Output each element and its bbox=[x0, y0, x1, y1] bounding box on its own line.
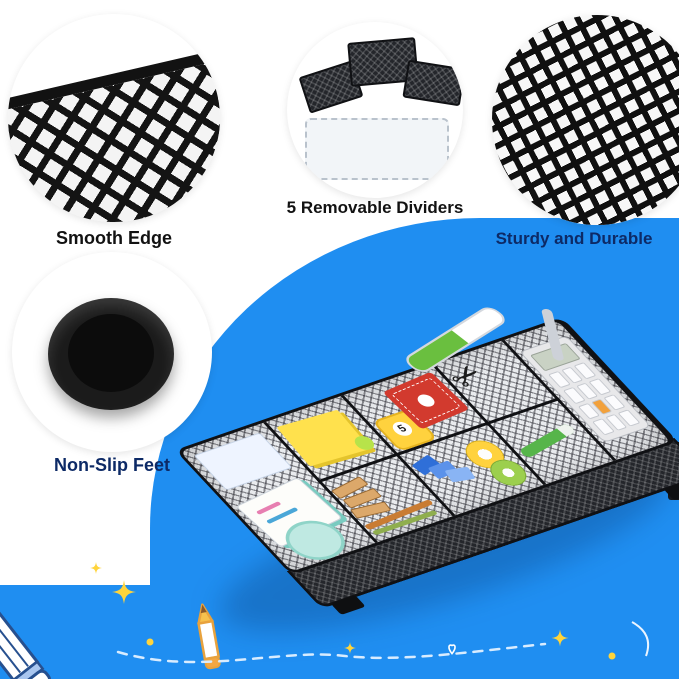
star-doodle bbox=[112, 580, 136, 604]
tape-measure-digit: 5 bbox=[388, 419, 416, 438]
mesh-corner-edge bbox=[8, 39, 220, 222]
star-doodle bbox=[551, 629, 569, 647]
rubber-foot-pad bbox=[68, 314, 154, 392]
small-pencil-doodle bbox=[197, 603, 221, 670]
green-pen bbox=[518, 423, 577, 459]
divider-panel bbox=[402, 59, 463, 107]
sturdy-durable-label: Sturdy and Durable bbox=[495, 229, 653, 248]
dot-doodle bbox=[146, 638, 154, 646]
non-slip-feet-label: Non-Slip Feet bbox=[54, 455, 170, 475]
pencil-doodle bbox=[0, 604, 52, 679]
dot-doodle bbox=[608, 652, 616, 660]
arc-doodle bbox=[631, 621, 650, 657]
mesh-texture-fill bbox=[492, 15, 679, 225]
removable-dividers-photo bbox=[287, 22, 463, 198]
doodle-decorations bbox=[0, 562, 650, 679]
star-doodle bbox=[344, 642, 356, 654]
star-doodle bbox=[90, 562, 102, 574]
smooth-edge-photo bbox=[8, 14, 220, 222]
dashed-path-doodle bbox=[116, 642, 547, 664]
removable-dividers-label: 5 Removable Dividers bbox=[286, 198, 464, 217]
notepad bbox=[193, 432, 293, 491]
non-slip-feet-photo bbox=[12, 252, 212, 452]
page-flag bbox=[444, 466, 476, 483]
tray-outline-hint bbox=[305, 118, 449, 180]
product-photo: 5 ✂ bbox=[170, 300, 679, 667]
smooth-edge-label: Smooth Edge bbox=[56, 228, 172, 248]
mesh-texture-photo bbox=[492, 15, 679, 225]
heart-doodle bbox=[448, 644, 456, 655]
